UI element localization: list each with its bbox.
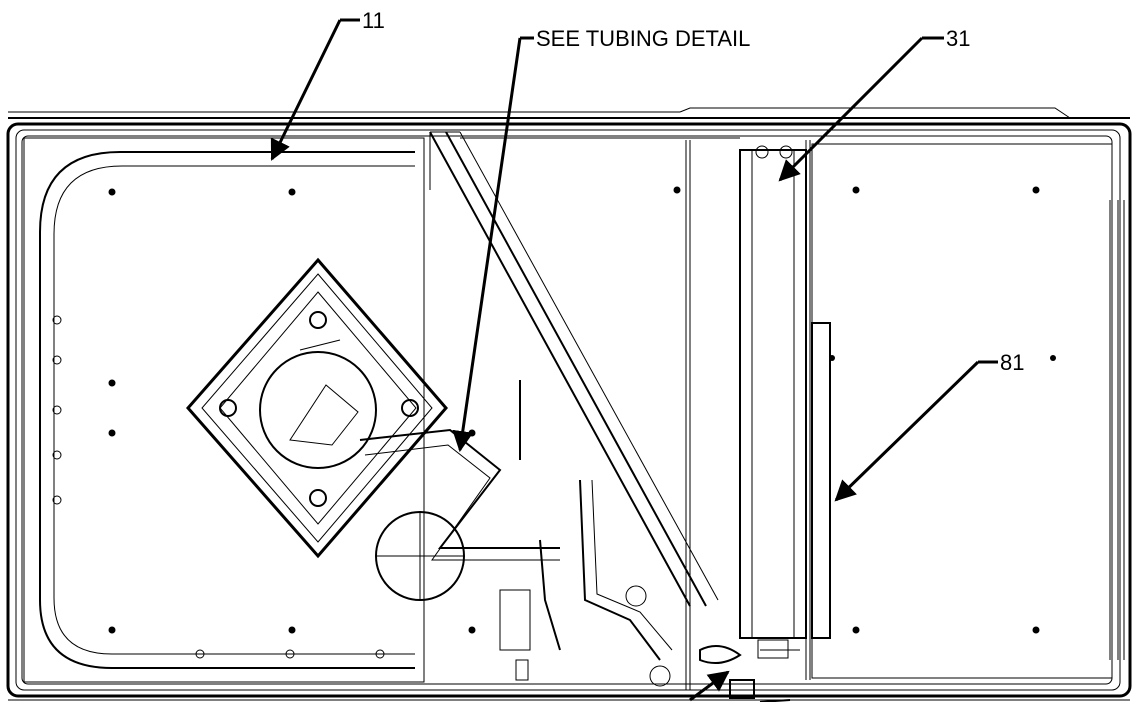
tubing	[359, 380, 673, 687]
chassis-outline	[6, 107, 1132, 701]
callout-11: 11	[270, 8, 385, 161]
callout-label-11: 11	[362, 8, 385, 33]
drain-pan	[186, 257, 448, 559]
callout-label-31: 31	[946, 26, 970, 51]
fan-wheel	[375, 511, 465, 601]
mounting-holes	[108, 186, 1056, 634]
callout-label-tubing-detail: SEE TUBING DETAIL	[536, 26, 750, 51]
callout-label-81: 81	[1000, 350, 1024, 375]
bottom-fittings	[699, 645, 800, 699]
callout-81: 81	[834, 350, 1024, 502]
callout-tubing-detail: SEE TUBING DETAIL	[452, 26, 750, 453]
diagonal-divider	[423, 131, 719, 607]
callout-31: 31	[778, 26, 970, 182]
right-compartment	[805, 140, 1113, 680]
left-compartment	[23, 137, 425, 683]
coil-assembly	[739, 145, 807, 659]
